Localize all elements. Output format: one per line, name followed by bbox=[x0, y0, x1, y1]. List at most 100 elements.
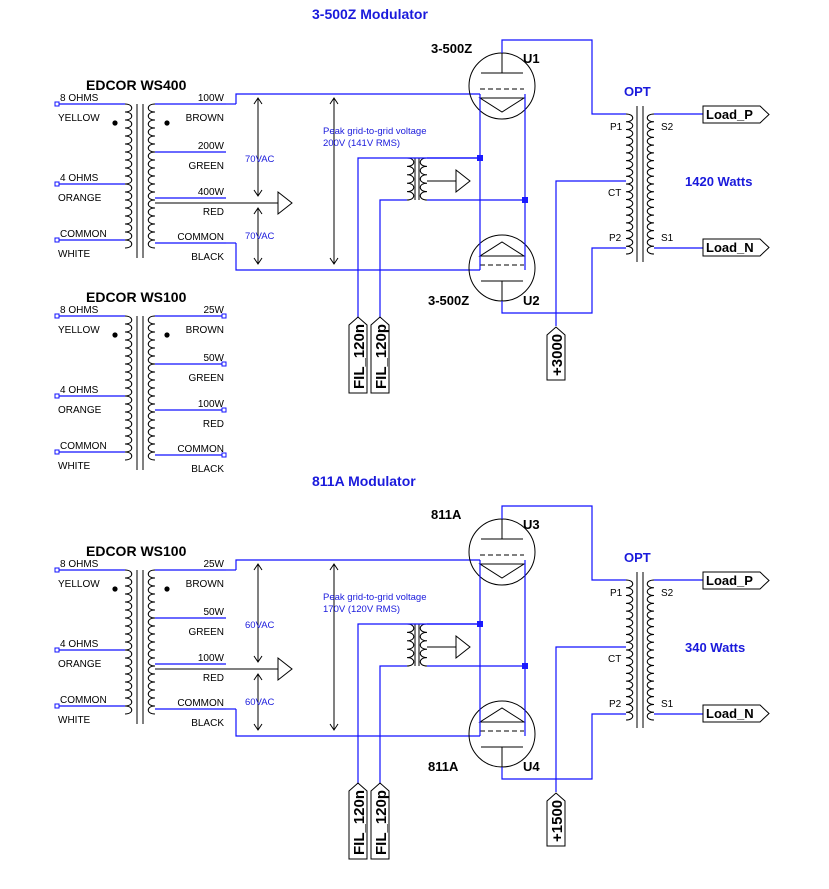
primary-wire-color: ORANGE bbox=[58, 659, 102, 670]
polarity-dot bbox=[112, 332, 118, 338]
port-hv bbox=[546, 326, 566, 381]
terminal-pin bbox=[54, 101, 60, 107]
secondary-wire-color: RED bbox=[203, 419, 224, 430]
opt-pin-s2: S2 bbox=[661, 122, 674, 133]
primary-wire-color: YELLOW bbox=[58, 579, 100, 590]
secondary-tap-label: 50W bbox=[203, 353, 224, 364]
junction-dot bbox=[477, 155, 483, 161]
grid-voltage-value: 200V (141V RMS) bbox=[323, 138, 400, 149]
polarity-dot bbox=[112, 120, 118, 126]
secondary-tap-label: 25W bbox=[203, 305, 224, 316]
secondary-wire-color: GREEN bbox=[188, 161, 224, 172]
port-load-n bbox=[702, 238, 770, 257]
polarity-dot bbox=[112, 586, 118, 592]
wire-fil-p bbox=[379, 665, 407, 784]
vac-label-bottom: 70VAC bbox=[245, 231, 275, 242]
primary-wire-color: WHITE bbox=[58, 249, 91, 260]
arrow-head bbox=[329, 97, 339, 105]
opt-pin-s2: S2 bbox=[661, 588, 674, 599]
opt-pin-s1: S1 bbox=[661, 233, 674, 244]
port-hv bbox=[546, 792, 566, 847]
arrow-head bbox=[329, 257, 339, 265]
opt-pin-ct: CT bbox=[608, 654, 621, 665]
port-hv-label: +3000 bbox=[549, 334, 566, 376]
vac-label-top: 70VAC bbox=[245, 154, 275, 165]
primary-winding bbox=[124, 315, 133, 461]
port-fil-p-label: FIL_120p bbox=[373, 324, 390, 389]
vac-label-top: 60VAC bbox=[245, 620, 275, 631]
secondary-wire-color: GREEN bbox=[188, 373, 224, 384]
secondary-wire-color: BROWN bbox=[186, 325, 224, 336]
wire-fil-n bbox=[357, 157, 407, 318]
secondary-wire-color: BROWN bbox=[186, 113, 224, 124]
primary-wire-color: ORANGE bbox=[58, 405, 102, 416]
tube-lower-type: 3-500Z bbox=[428, 293, 469, 308]
secondary-wire-color: BLACK bbox=[191, 252, 224, 263]
polarity-dot bbox=[164, 120, 170, 126]
junction-dot bbox=[522, 663, 528, 669]
junction-dot bbox=[522, 197, 528, 203]
primary-tap-label: COMMON bbox=[60, 695, 107, 706]
terminal-pin bbox=[221, 452, 227, 458]
tube-upper-type: 3-500Z bbox=[431, 41, 472, 56]
primary-wire-color: WHITE bbox=[58, 715, 91, 726]
terminal-pin bbox=[54, 567, 60, 573]
power-rating: 1420 Watts bbox=[685, 174, 752, 189]
vac-label-bottom: 60VAC bbox=[245, 697, 275, 708]
primary-winding bbox=[124, 103, 133, 249]
wire-secondary-bottom bbox=[235, 243, 480, 271]
tube-lower-type: 811A bbox=[428, 759, 459, 774]
secondary-wire-color: BLACK bbox=[191, 464, 224, 475]
reference-triangle bbox=[455, 634, 471, 660]
secondary-tap-label: COMMON bbox=[177, 444, 224, 455]
wire-center-tap bbox=[555, 646, 626, 792]
terminal-pin bbox=[54, 393, 60, 399]
secondary-tap-label: 25W bbox=[203, 559, 224, 570]
port-load-n-label: Load_N bbox=[706, 240, 754, 255]
power-rating: 340 Watts bbox=[685, 640, 745, 655]
arrow-head bbox=[329, 563, 339, 571]
primary-tap-label: COMMON bbox=[60, 441, 107, 452]
opt-pin-p1: P1 bbox=[610, 588, 623, 599]
primary-wire-color: YELLOW bbox=[58, 325, 100, 336]
wire-plate-upper bbox=[501, 39, 626, 115]
grid-voltage-note: Peak grid-to-grid voltage bbox=[323, 592, 427, 603]
wire-center-tap bbox=[555, 180, 626, 326]
wire-plate-lower bbox=[501, 713, 626, 780]
secondary-tap-label: COMMON bbox=[177, 232, 224, 243]
tube-filament bbox=[478, 241, 526, 257]
tube-lower-ref: U2 bbox=[523, 293, 540, 308]
port-fil-n bbox=[348, 316, 368, 394]
primary-tap-label: 8 OHMS bbox=[60, 559, 99, 570]
tube-filament bbox=[478, 563, 526, 579]
arrow-head bbox=[253, 563, 263, 571]
secondary-wire-color: RED bbox=[203, 207, 224, 218]
opt-primary bbox=[625, 113, 634, 255]
wire-fil-n bbox=[357, 623, 407, 784]
arrow-head bbox=[253, 673, 263, 681]
terminal-pin bbox=[54, 647, 60, 653]
fil-xfmr-primary bbox=[406, 157, 415, 201]
opt-pin-s1: S1 bbox=[661, 699, 674, 710]
wire-secondary-bottom bbox=[235, 709, 480, 737]
primary-winding bbox=[124, 569, 133, 715]
arrow-head bbox=[253, 97, 263, 105]
secondary-wire-color: RED bbox=[203, 673, 224, 684]
grid-voltage-note: Peak grid-to-grid voltage bbox=[323, 126, 427, 137]
primary-tap-label: 4 OHMS bbox=[60, 385, 99, 396]
arrow-head bbox=[253, 189, 263, 197]
primary-wire-color: WHITE bbox=[58, 461, 91, 472]
port-load-p bbox=[702, 105, 770, 124]
terminal-pin bbox=[221, 407, 227, 413]
secondary-tap-label: 100W bbox=[198, 653, 225, 664]
tube-upper-ref: U1 bbox=[523, 51, 540, 66]
reference-triangle bbox=[277, 190, 293, 216]
terminal-pin bbox=[221, 313, 227, 319]
secondary-tap-label: 100W bbox=[198, 93, 225, 104]
grid-voltage-value: 170V (120V RMS) bbox=[323, 604, 400, 615]
primary-wire-color: ORANGE bbox=[58, 193, 102, 204]
opt-secondary bbox=[646, 579, 655, 721]
port-fil-p bbox=[370, 782, 390, 860]
